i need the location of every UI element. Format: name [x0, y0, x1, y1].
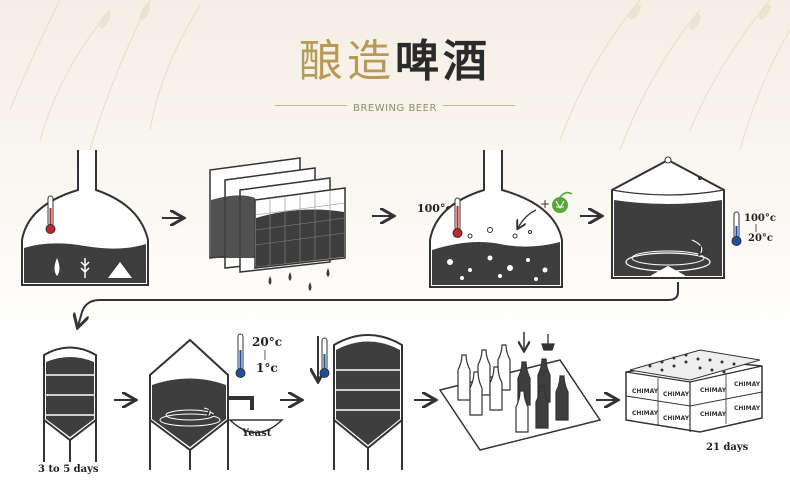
cool-low-label: 20°c: [748, 233, 773, 244]
page-title: 酿造啤酒: [0, 36, 790, 88]
subtitle-text: BREWING BEER: [353, 103, 437, 114]
step-boil-kettle: 100°c +: [417, 150, 573, 288]
title-part-light: 酿造: [299, 36, 395, 87]
plus-icon: +: [540, 197, 550, 211]
crate-brand-label: CHIMAY: [632, 388, 659, 395]
step-bottling: [438, 332, 602, 451]
step-cooling-tank: 100°c 20°c: [611, 156, 776, 279]
crate-brand-label: CHIMAY: [700, 411, 727, 418]
step-maturation-tank: [318, 334, 403, 470]
crate-brand-label: CHIMAY: [663, 391, 690, 398]
cool-high-label: 100°c: [744, 213, 776, 224]
ferment-high-label: 20°c: [252, 335, 282, 349]
thermometer-cold-icon: [235, 333, 246, 378]
thermometer-hot-icon: [45, 195, 56, 234]
crate-brand-label: CHIMAY: [700, 387, 727, 394]
step-fermentation-tank: 3 to 5 days: [38, 346, 99, 475]
subtitle-rule-right: [443, 105, 515, 106]
ferment-low-label: 1°c: [256, 361, 278, 375]
step-crates: CHIMAY CHIMAY CHIMAY CHIMAY CHIMAY CHIMA…: [625, 349, 763, 453]
crate-brand-label: CHIMAY: [734, 381, 761, 388]
step-mash-kettle: [21, 150, 149, 286]
crate-brand-label: CHIMAY: [663, 415, 690, 422]
page-subtitle: BREWING BEER: [275, 96, 515, 114]
thermometer-cold-icon: [319, 337, 330, 378]
crate-brand-label: CHIMAY: [734, 405, 761, 412]
step-lauter-screens: [209, 157, 346, 291]
thermometer-cold-icon: [731, 211, 742, 246]
row-connector-arrow: [78, 282, 679, 326]
thermometer-hot-icon: [452, 197, 463, 238]
yeast-label: Yeast: [241, 428, 272, 439]
crate-brand-label: CHIMAY: [632, 410, 659, 417]
hop-icon: [552, 191, 573, 213]
title-part-bold: 啤酒: [395, 36, 491, 87]
subtitle-rule-left: [275, 105, 347, 106]
days-short-label: 3 to 5 days: [38, 464, 99, 475]
step-yeast-fermenter: Yeast 20°c 1°c: [149, 333, 284, 470]
days-long-label: 21 days: [706, 442, 749, 453]
page-title-block: 酿造啤酒 BREWING BEER: [0, 36, 790, 114]
